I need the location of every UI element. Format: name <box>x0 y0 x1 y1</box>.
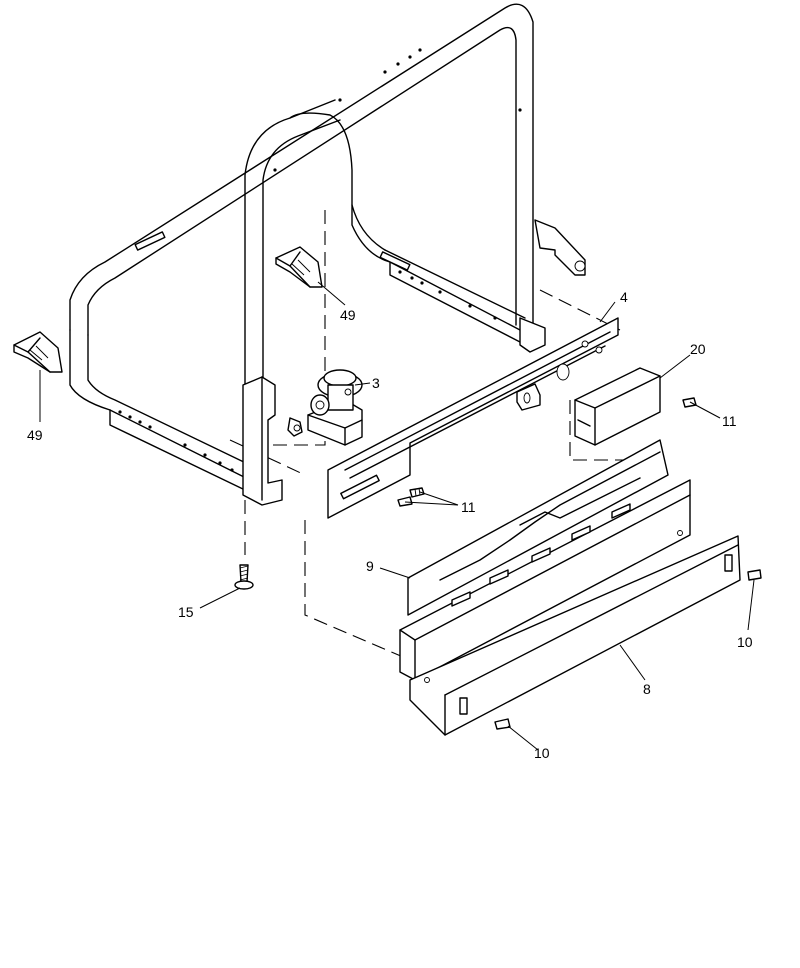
screw-10b <box>494 718 511 730</box>
front-bar <box>327 317 619 519</box>
callout-10-right: 10 <box>737 634 753 650</box>
frame-holes <box>118 48 522 472</box>
callout-3: 3 <box>372 375 380 391</box>
callout-49-right: 49 <box>340 307 356 323</box>
callout-labels: 49 49 3 4 20 11 11 9 15 10 10 8 <box>27 289 753 761</box>
leveling-foot-right <box>275 246 323 288</box>
callout-11-bar: 11 <box>461 499 476 515</box>
screw-11b <box>397 496 413 507</box>
toe-panel <box>399 439 691 691</box>
callout-10-bottom: 10 <box>534 745 550 761</box>
inlet-valve <box>287 369 363 446</box>
callout-9: 9 <box>366 558 374 574</box>
leveling-foot-left <box>13 331 63 373</box>
channel-bracket <box>574 367 661 446</box>
callout-15: 15 <box>178 604 194 620</box>
callout-11-right: 11 <box>722 413 737 429</box>
kick-plate <box>409 530 741 736</box>
callout-8: 8 <box>643 681 651 697</box>
screw-11a <box>409 487 425 498</box>
screw-15 <box>234 564 254 590</box>
tub-frame <box>69 3 586 506</box>
screw-11c <box>682 397 697 408</box>
callout-4: 4 <box>620 289 628 305</box>
callout-49-left: 49 <box>27 427 43 443</box>
callout-20: 20 <box>690 341 706 357</box>
leader-lines <box>39 281 755 751</box>
screw-10a <box>747 569 762 581</box>
